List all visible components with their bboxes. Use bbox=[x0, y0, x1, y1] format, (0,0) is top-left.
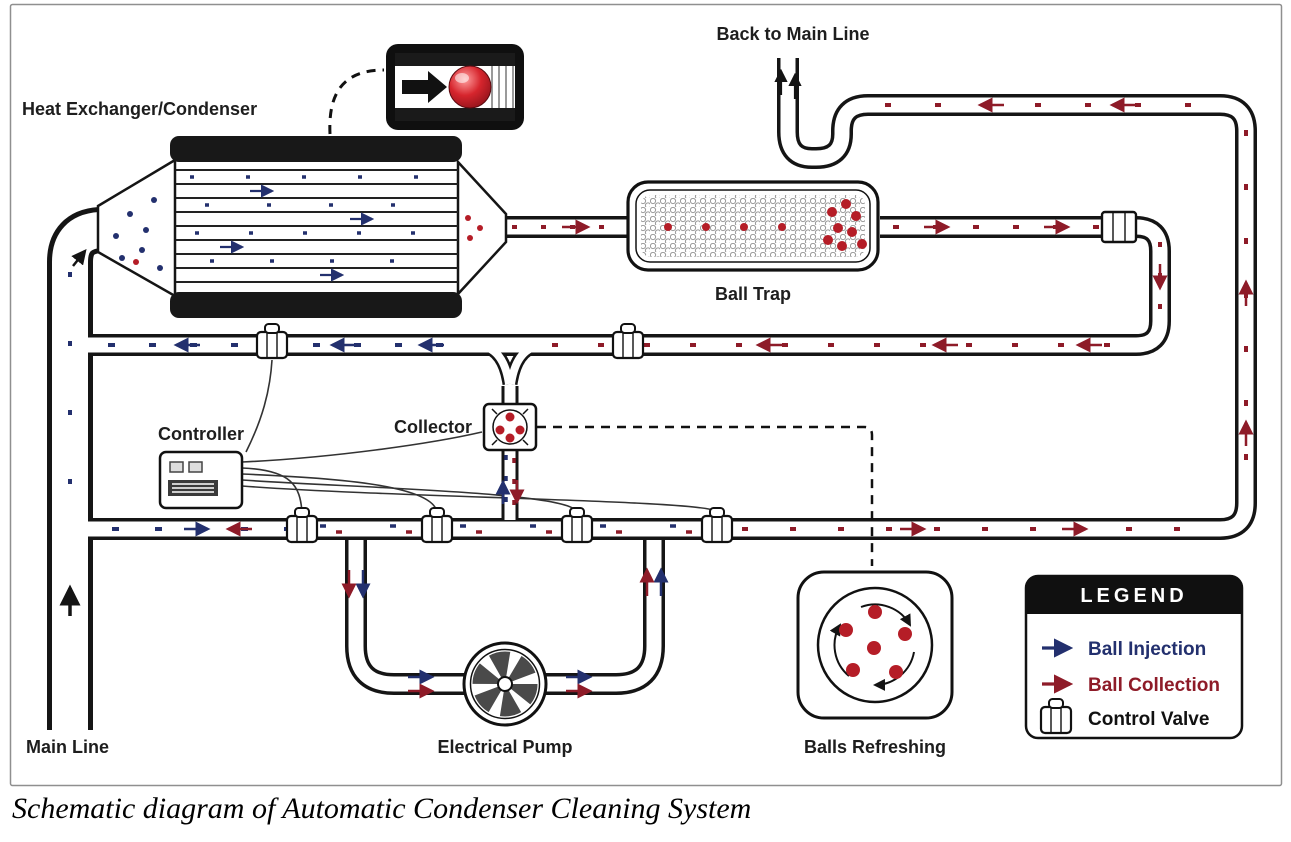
cleaning-ball bbox=[448, 65, 492, 109]
condenser-bottom-cap bbox=[170, 292, 462, 318]
heat-exchanger-label: Heat Exchanger/Condenser bbox=[22, 99, 257, 119]
pipe-union bbox=[1100, 210, 1138, 244]
legend: LEGEND Ball Injection Ball Collection Co… bbox=[1024, 574, 1244, 740]
balls-refreshing-label: Balls Refreshing bbox=[804, 737, 946, 757]
condenser-top-cap bbox=[170, 136, 462, 162]
controller-label: Controller bbox=[158, 424, 244, 444]
collector bbox=[482, 402, 538, 452]
ball-trap-label: Ball Trap bbox=[715, 284, 791, 304]
legend-header bbox=[1026, 576, 1242, 614]
controller-wires bbox=[241, 359, 718, 513]
outlet-ball-dots bbox=[133, 215, 483, 265]
balls-refreshing bbox=[796, 570, 954, 720]
electrical-pump-label: Electrical Pump bbox=[437, 737, 572, 757]
flow-arrows-main bbox=[59, 68, 802, 616]
direction-arrow-icon bbox=[402, 71, 447, 103]
inlet-ball-dots bbox=[113, 197, 163, 271]
diagram-border bbox=[9, 3, 1283, 787]
trap-mesh bbox=[641, 195, 865, 257]
tube-shading bbox=[491, 66, 514, 108]
condenser-tubes bbox=[176, 169, 458, 283]
controller bbox=[158, 450, 244, 510]
ball-detail-inset bbox=[386, 44, 524, 130]
tube-flow-arrows bbox=[220, 184, 375, 282]
flow-arrows-collection bbox=[225, 97, 1254, 699]
control-dashed-line bbox=[537, 425, 874, 566]
trapped-balls bbox=[664, 199, 867, 251]
legend-title: LEGEND bbox=[1080, 585, 1187, 607]
ball-trap bbox=[626, 180, 880, 272]
main-line-label: Main Line bbox=[26, 737, 109, 757]
controller-button bbox=[188, 461, 203, 473]
collector-label: Collector bbox=[394, 417, 472, 437]
flow-arrows-injection bbox=[173, 337, 669, 685]
pump-impeller bbox=[472, 651, 538, 717]
legend-item-ball-collection: Ball Collection bbox=[1088, 675, 1220, 696]
electrical-pump bbox=[462, 641, 548, 727]
legend-item-ball-injection: Ball Injection bbox=[1088, 639, 1206, 660]
back-to-main-line-label: Back to Main Line bbox=[716, 24, 869, 44]
collector-balls bbox=[495, 412, 525, 443]
heat-exchanger-condenser bbox=[96, 136, 508, 318]
figure-caption: Schematic diagram of Automatic Condenser… bbox=[12, 792, 752, 825]
callout-dashed-line bbox=[328, 68, 385, 135]
tube-ball-dots bbox=[190, 175, 450, 263]
controller-button bbox=[169, 461, 184, 473]
legend-item-control-valve: Control Valve bbox=[1088, 709, 1209, 730]
condenser-cleaning-schematic: LEGEND Ball Injection Ball Collection Co… bbox=[9, 3, 1283, 787]
refreshing-balls bbox=[839, 605, 912, 679]
